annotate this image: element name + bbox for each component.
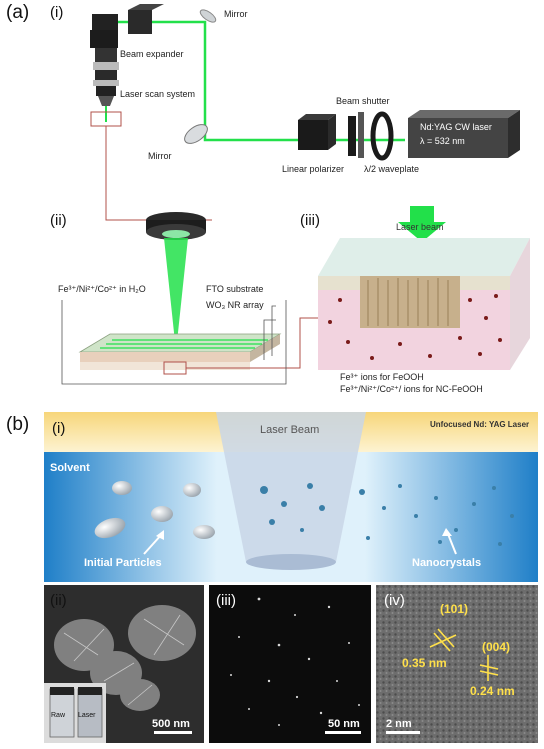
scale-bar-iv-label: 2 nm bbox=[386, 718, 412, 730]
nanocrystals-label: Nanocrystals bbox=[412, 557, 482, 569]
wo3-array-label: WO₃ NR array bbox=[206, 300, 264, 310]
linear-polarizer-label: Linear polarizer bbox=[282, 164, 345, 174]
laser-beam-b-label: Laser Beam bbox=[260, 424, 320, 436]
waveplate-label: λ/2 waveplate bbox=[364, 164, 420, 174]
panel-b-ii-tag: (ii) bbox=[50, 592, 67, 609]
optical-setup-diagram bbox=[61, 4, 530, 385]
solution-label: Fe³⁺/Ni²⁺/Co²⁺ in H₂O bbox=[58, 284, 146, 294]
scale-bar-iii-label: 50 nm bbox=[328, 718, 360, 730]
laser-beam-cone bbox=[216, 412, 366, 562]
sem-image bbox=[44, 585, 204, 743]
panel-a-iii-tag: (iii) bbox=[300, 212, 320, 229]
laser-vial-label: Laser bbox=[78, 712, 96, 719]
mirror-top-icon bbox=[199, 9, 217, 23]
plane-004-label: (004) bbox=[482, 640, 511, 654]
focusing-lens-icon bbox=[146, 212, 206, 240]
nd-yag-laser-icon bbox=[408, 110, 520, 158]
mirror-left-label: Mirror bbox=[148, 151, 172, 161]
laser-scan-system-label: Laser scan system bbox=[120, 89, 196, 99]
hrtem-image bbox=[376, 585, 538, 743]
panel-a-tag: (a) bbox=[6, 2, 30, 23]
initial-particles-label: Initial Particles bbox=[84, 557, 162, 569]
solvent-label: Solvent bbox=[50, 462, 90, 474]
nanorod-block bbox=[318, 238, 530, 370]
laser-beam-arrow bbox=[398, 206, 446, 242]
ions-ncfeooh-label: Fe³⁺/Ni²⁺/Co²⁺/ ions for NC-FeOOH bbox=[340, 384, 483, 394]
focused-laser-cone bbox=[164, 238, 188, 342]
raw-vial-label: Raw bbox=[51, 712, 66, 719]
laser-wavelength-label: λ = 532 nm bbox=[420, 136, 465, 146]
unfocused-laser-label: Unfocused Nd: YAG Laser bbox=[430, 420, 530, 429]
beam-shutter-label: Beam shutter bbox=[336, 96, 390, 106]
d-spacing-035-label: 0.35 nm bbox=[402, 656, 447, 670]
beam-expander-label: Beam expander bbox=[120, 49, 184, 59]
panel-a-i-tag: (i) bbox=[50, 4, 64, 21]
initial-particles bbox=[94, 481, 215, 539]
mirror-left-icon bbox=[184, 124, 208, 144]
laser-ablation-schematic bbox=[44, 412, 538, 582]
fto-substrate bbox=[78, 333, 282, 370]
fto-substrate-label: FTO substrate bbox=[206, 284, 264, 294]
d-spacing-024-label: 0.24 nm bbox=[470, 684, 515, 698]
laser-name-label: Nd:YAG CW laser bbox=[420, 122, 492, 132]
beam-shutter-icon bbox=[348, 112, 364, 158]
linear-polarizer-icon bbox=[298, 114, 336, 150]
plane-101-label: (101) bbox=[440, 602, 469, 616]
laser-beam-label: Laser beam bbox=[396, 222, 444, 232]
laser-scan-system-icon bbox=[93, 48, 119, 122]
tem-overview-image bbox=[209, 585, 371, 743]
scale-bar-ii-label: 500 nm bbox=[152, 718, 190, 730]
panel-b-tag: (b) bbox=[6, 414, 30, 435]
panel-b-iii-tag: (iii) bbox=[216, 592, 236, 609]
ions-feooh-label: Fe³⁺ ions for FeOOH bbox=[340, 372, 424, 382]
mirror-top-label: Mirror bbox=[224, 9, 248, 19]
beam-expander-icon bbox=[90, 4, 164, 48]
waveplate-icon bbox=[370, 111, 394, 161]
panel-b-i-tag: (i) bbox=[52, 420, 66, 437]
panel-b-iv-tag: (iv) bbox=[384, 592, 405, 609]
nanocrystal-dots bbox=[260, 483, 514, 546]
panel-a-ii-tag: (ii) bbox=[50, 212, 67, 229]
